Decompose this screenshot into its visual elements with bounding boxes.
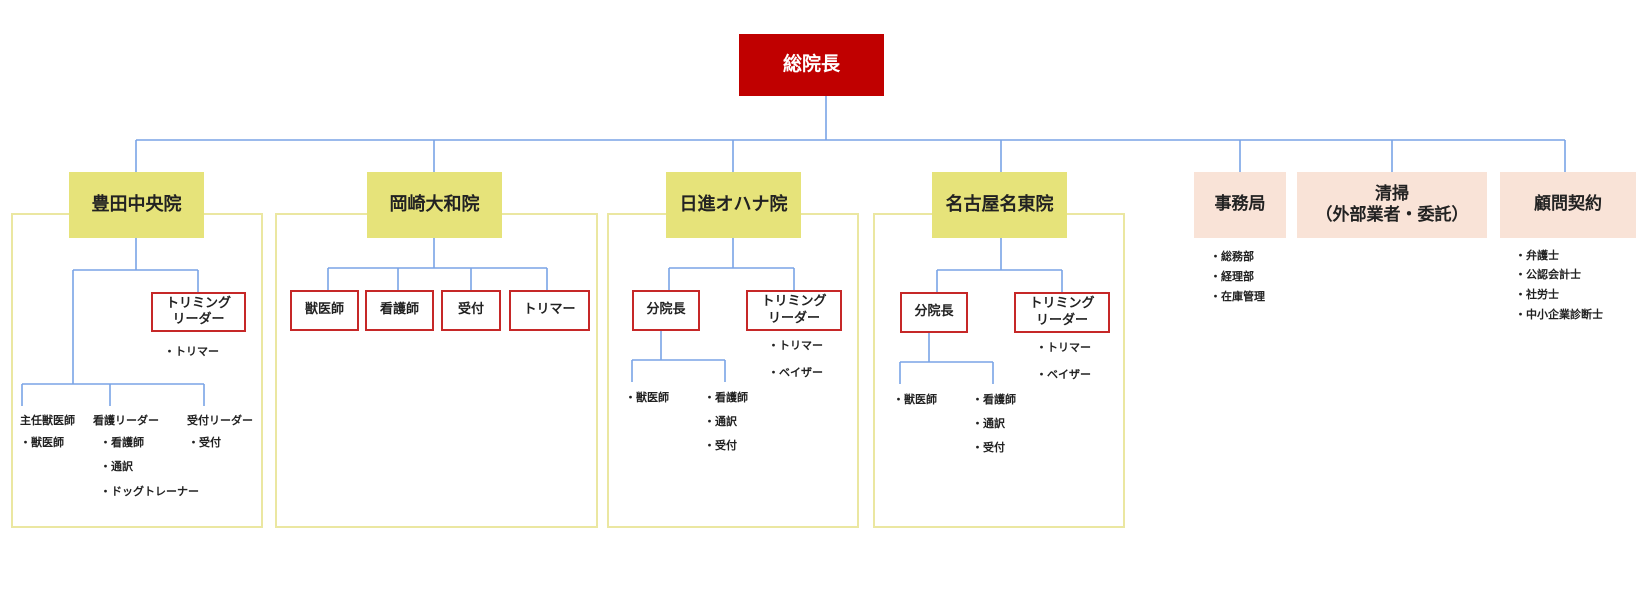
nagoya-interpreter: ・通訳 [972,417,1005,430]
toyota-frame [11,213,263,528]
nisshin-bather: ・ベイザー [768,366,823,379]
nagoya-nurse: ・看護師 [972,393,1016,406]
toyota-nursing-leader: 看護リーダー [93,414,159,427]
advisory-cpa: ・公認会計士 [1515,268,1581,281]
toyota-reception: ・受付 [188,436,221,449]
nagoya-branch-director: 分院長 [900,292,968,333]
nisshin-reception: ・受付 [704,439,737,452]
toyota-reception-leader: 受付リーダー [187,414,253,427]
okazaki-node: 岡崎大和院 [367,172,502,238]
nisshin-nurse: ・看護師 [704,391,748,404]
okazaki-trimmer: トリマー [509,290,590,331]
nagoya-reception: ・受付 [972,441,1005,454]
advisory-sme-consultant: ・中小企業診断士 [1515,308,1603,321]
toyota-dog-trainer: ・ドッグトレーナー [100,485,199,498]
toyota-vet: ・獣医師 [20,436,64,449]
toyota-chief-vet: 主任獣医師 [20,414,75,427]
nisshin-node: 日進オハナ院 [666,172,801,238]
advisory-node: 顧問契約 [1500,172,1636,238]
nisshin-branch-director: 分院長 [632,290,700,331]
nagoya-trimmer: ・トリマー [1036,341,1091,354]
nagoya-node: 名古屋名東院 [932,172,1067,238]
toyota-nurse: ・看護師 [100,436,144,449]
okazaki-frame [275,213,598,528]
nisshin-trimming-leader: トリミング リーダー [746,290,842,331]
okazaki-reception: 受付 [441,290,501,331]
nisshin-trimmer: ・トリマー [768,339,823,352]
okazaki-vet: 獣医師 [290,290,359,331]
office-general-affairs: ・総務部 [1210,250,1254,263]
toyota-trimmer: ・トリマー [164,345,219,358]
toyota-interpreter: ・通訳 [100,460,133,473]
toyota-trimming-leader: トリミング リーダー [151,292,246,332]
okazaki-nurse: 看護師 [365,290,434,331]
nisshin-interpreter: ・通訳 [704,415,737,428]
root-node: 総院長 [739,34,884,96]
office-accounting: ・経理部 [1210,270,1254,283]
advisory-lawyer: ・弁護士 [1515,249,1559,262]
nisshin-vet: ・獣医師 [625,391,669,404]
nagoya-trimming-leader: トリミング リーダー [1014,292,1110,333]
office-inventory: ・在庫管理 [1210,290,1265,303]
office-node: 事務局 [1194,172,1286,238]
cleaning-node: 清掃 （外部業者・委託） [1297,172,1487,238]
nagoya-bather: ・ベイザー [1036,368,1091,381]
advisory-labor-consultant: ・社労士 [1515,288,1559,301]
nagoya-vet: ・獣医師 [893,393,937,406]
toyota-node: 豊田中央院 [69,172,204,238]
